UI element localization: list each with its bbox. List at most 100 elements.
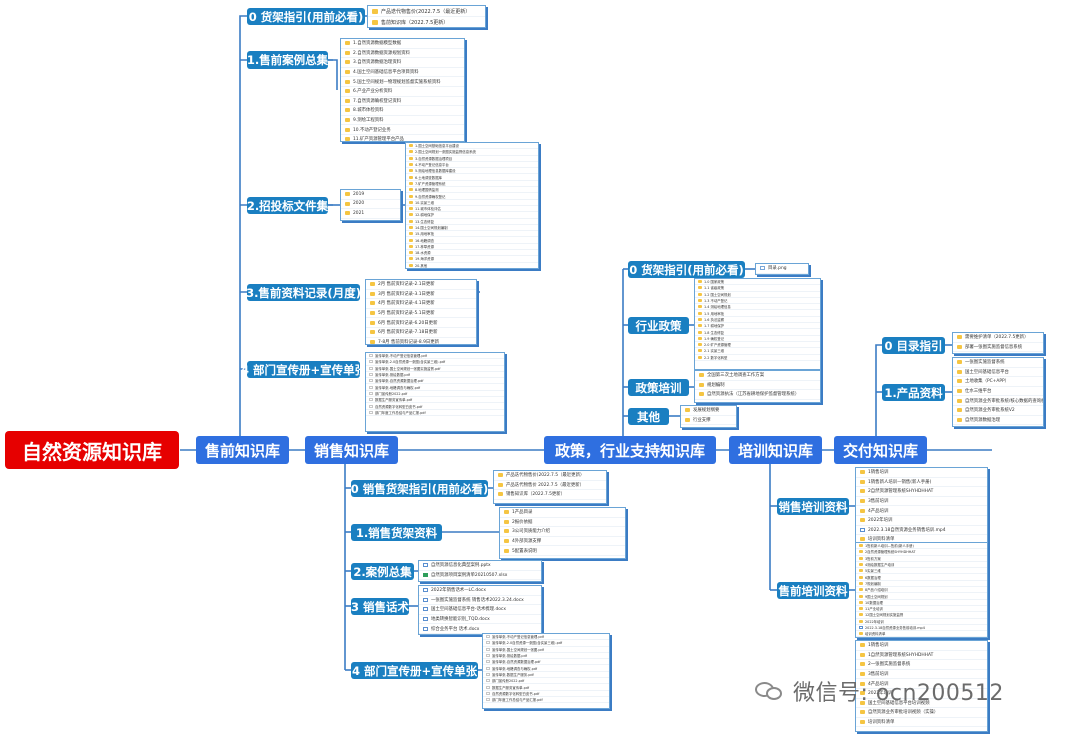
training-presale-item[interactable]: 6数据治理 <box>856 574 987 581</box>
sales-brochure-item[interactable]: 宣传单张-测绘数据.pdf <box>483 653 609 660</box>
presale-bid-file-item[interactable]: 8.地理国情监测 <box>406 187 538 194</box>
presale-bid-file-item[interactable]: 19.海洋资源 <box>406 256 538 263</box>
training-presale-item[interactable]: 1售前新人培训—售前(新人手册) <box>856 543 987 550</box>
sales-case-item[interactable]: 自然资源项目案例清单20210507.xlsx <box>419 571 541 581</box>
delivery-index-node[interactable]: 0 目录指引 <box>882 337 945 354</box>
presale-bid-file-item[interactable]: 3.自然资源数据治理项目 <box>406 156 538 162</box>
delivery-products-node[interactable]: 1.产品资料 <box>882 384 945 401</box>
policy-industry-item[interactable]: 1.1 省级政策 <box>695 285 820 292</box>
presale-guide-item[interactable]: 售前知识库（2022.7.5更新） <box>368 17 485 27</box>
training-sales-item[interactable]: 1销售培训 <box>856 468 987 478</box>
policy-training-item[interactable]: 规划编制 <box>695 381 820 391</box>
policy-industry-node[interactable]: 行业政策 <box>628 317 689 334</box>
training-presale-item[interactable]: 培训资料清单 <box>856 631 987 637</box>
policy-industry-item[interactable]: 1.7 耕地保护 <box>695 323 820 330</box>
sales-guide-item[interactable]: 销售知识库（2022.7.5更新） <box>494 490 606 500</box>
main-node-policy[interactable]: 政策，行业支持知识库 <box>544 436 716 464</box>
sales-brochure-item[interactable]: 宣传单张-自然资源数据治理.pdf <box>483 659 609 666</box>
sales-talk-item[interactable]: 地类转换智能识别_TQD.docx <box>419 615 541 625</box>
training-misc-item[interactable]: 3售前培训 <box>856 670 987 680</box>
sales-brochure-item[interactable]: 宣传单张-数据生产服务.pdf <box>483 672 609 679</box>
policy-training-node[interactable]: 政策培训 <box>628 379 689 396</box>
delivery-product-item[interactable]: 仕水三维平台 <box>953 387 1043 397</box>
sales-cases-node[interactable]: 2.案例总集 <box>351 563 414 580</box>
presale-bid-year-item[interactable]: 2021 <box>341 209 400 219</box>
presale-case-item[interactable]: 1.自然资源数据模型数据 <box>341 39 464 49</box>
presale-monthly-item[interactable]: 3月 售前资料记录-3.1日更新 <box>366 290 476 300</box>
training-presale-item[interactable]: 2022.3.18自然资源业务售前培训.mp4 <box>856 625 987 632</box>
training-misc-item[interactable]: 2022年培训 <box>856 689 987 699</box>
presale-bid-file-item[interactable]: 1.国土空间基础信息平台建设 <box>406 143 538 150</box>
presale-brochure-item[interactable]: 部门年度工作总结与产品汇报.pdf <box>366 410 504 416</box>
presale-brochure-item[interactable]: 自然资源数字化转型白皮书.pdf <box>366 403 504 410</box>
training-sales-item[interactable]: 2022年培训 <box>856 516 987 526</box>
presale-bid-file-item[interactable]: 7.矿产资源管理系统 <box>406 181 538 188</box>
training-sales-item[interactable]: 2022.3.18自然资源业务销售培训.mp4 <box>856 526 987 536</box>
presale-case-item[interactable]: 3.自然资源数据治理资料 <box>341 58 464 68</box>
sales-shelf-node[interactable]: 1.销售货架资料 <box>351 524 442 541</box>
sales-brochure-item[interactable]: 宣传单张-国土空间规划一张图.pdf <box>483 647 609 653</box>
presale-monthly-item[interactable]: 7-8月 售前资料记录-8.9日更新 <box>366 338 476 344</box>
presale-bid-file-item[interactable]: 16.地籍调查 <box>406 237 538 244</box>
presale-brochures-node[interactable]: 4 部门宣传册+宣传单张 <box>240 361 367 378</box>
presale-brochure-item[interactable]: 宣传单张-2.0自然资源一张图(含实景三维).pdf <box>366 359 504 366</box>
presale-monthly-item[interactable]: 5月 售前资料记录-5.1日更新 <box>366 309 476 319</box>
policy-training-item[interactable]: 全国第三次土地调查工作方案 <box>695 371 820 381</box>
presale-bid-file-item[interactable]: 5.测绘地理信息数据库建设 <box>406 168 538 175</box>
presale-bid-file-item[interactable]: 18.水资源 <box>406 250 538 257</box>
training-presale-item[interactable]: 2自然资源管理系统SHYHDHHAT <box>856 549 987 556</box>
presale-guide-node[interactable]: 0 货架指引(用前必看) <box>247 8 365 25</box>
training-misc-item[interactable]: 国土空间基础信息平台培训视频 <box>856 699 987 709</box>
presale-monthly-item[interactable]: 6月 售前资料记录-6.20日更新 <box>366 318 476 328</box>
delivery-product-item[interactable]: 一张图实施监督系统 <box>953 358 1043 368</box>
main-node-delivery[interactable]: 交付知识库 <box>834 436 927 464</box>
sales-talk-item[interactable]: 国土空间基础信息平台-话术梳理.docx <box>419 605 541 615</box>
presale-bid-year-item[interactable]: 2019 <box>341 190 400 200</box>
main-node-sales[interactable]: 销售知识库 <box>305 436 398 464</box>
training-sales-item[interactable]: 1销售新人培训—销售(新人手册) <box>856 478 987 488</box>
presale-bid-file-item[interactable]: 4.不动产登记信息平台 <box>406 162 538 169</box>
presale-case-item[interactable]: 8.城市体检资料 <box>341 106 464 116</box>
presale-brochure-item[interactable]: 数据生产服务宣传单.pdf <box>366 397 504 404</box>
presale-bid-file-item[interactable]: 9.自然资源确权登记 <box>406 193 538 200</box>
training-sales-item[interactable]: 3售前培训 <box>856 497 987 507</box>
training-misc-item[interactable]: 2一张图实施监督系统 <box>856 660 987 670</box>
training-presale-item[interactable]: 5实景三维 <box>856 568 987 575</box>
policy-industry-item[interactable]: 1.9 确权登记 <box>695 336 820 342</box>
sales-brochure-item[interactable]: 部门宣传册2022.pdf <box>483 678 609 685</box>
policy-guide-node[interactable]: 0 货架指引(用前必看) <box>628 261 745 278</box>
presale-monthly-node[interactable]: 3.售前资料记录(月度) <box>246 284 361 301</box>
policy-industry-item[interactable]: 1.6 执法监察 <box>695 317 820 324</box>
delivery-index-item[interactable]: 部署一张图实施监督信息系统 <box>953 343 1043 353</box>
presale-monthly-item[interactable]: 6月 售前资料记录-7.18日更新 <box>366 328 476 338</box>
training-presale-node[interactable]: 售前培训资料 <box>777 582 849 599</box>
presale-monthly-item[interactable]: 4月 售前资料记录-4.1日更新 <box>366 299 476 309</box>
presale-brochure-item[interactable]: 宣传单张-自然资源数据治理.pdf <box>366 378 504 385</box>
sales-brochures-node[interactable]: 4 部门宣传册+宣传单张 <box>351 662 478 679</box>
delivery-product-item[interactable]: 自然资源业务审批系统/核心数据的查询模型 <box>953 396 1043 406</box>
training-presale-item[interactable]: 4测绘数据生产培训 <box>856 562 987 569</box>
training-sales-node[interactable]: 销售培训资料 <box>777 498 849 515</box>
sales-case-item[interactable]: 自然资源信息化典型案例.pptx <box>419 561 541 571</box>
presale-bid-file-item[interactable]: 6.土地调查数据库 <box>406 174 538 181</box>
delivery-product-item[interactable]: 土地收集（PC+APP） <box>953 377 1043 387</box>
presale-bid-file-item[interactable]: 12.耕地保护 <box>406 212 538 219</box>
presale-bid-file-item[interactable]: 10.实景三维 <box>406 200 538 206</box>
sales-guide-item[interactable]: 产品迭代物售价(2022.7.5（最近更新） <box>494 471 606 481</box>
sales-brochure-item[interactable]: 部门年度工作总结与产品汇报.pdf <box>483 697 609 704</box>
presale-bid-year-item[interactable]: 2020 <box>341 200 400 210</box>
presale-cases-node[interactable]: 1.售前案例总集 <box>246 51 329 69</box>
sales-brochure-item[interactable]: 自然资源数字化转型白皮书.pdf <box>483 691 609 697</box>
training-presale-item[interactable]: 3售前方案 <box>856 556 987 562</box>
main-node-training[interactable]: 培训知识库 <box>729 436 822 464</box>
presale-case-item[interactable]: 10.不动产登记业务 <box>341 125 464 135</box>
presale-brochure-item[interactable]: 宣传单张-不动产登记信息管理.pdf <box>366 353 504 360</box>
presale-monthly-item[interactable]: 2月 售前资料记录-2.1日更新 <box>366 280 476 290</box>
policy-industry-item[interactable]: 1.0 国家政策 <box>695 279 820 286</box>
training-sales-item[interactable]: 2自然资源管理系统SHYHDHHAT <box>856 487 987 497</box>
training-presale-item[interactable]: 12国土空间规划实施监督 <box>856 612 987 619</box>
sales-shelf-item[interactable]: 1产品目录 <box>500 508 625 518</box>
root-node[interactable]: 自然资源知识库 <box>5 431 179 469</box>
policy-other-item[interactable]: 发展规划纲要 <box>681 406 736 416</box>
presale-bid-file-item[interactable]: 2.国土空间规划一张图实施监督信息系统 <box>406 149 538 156</box>
